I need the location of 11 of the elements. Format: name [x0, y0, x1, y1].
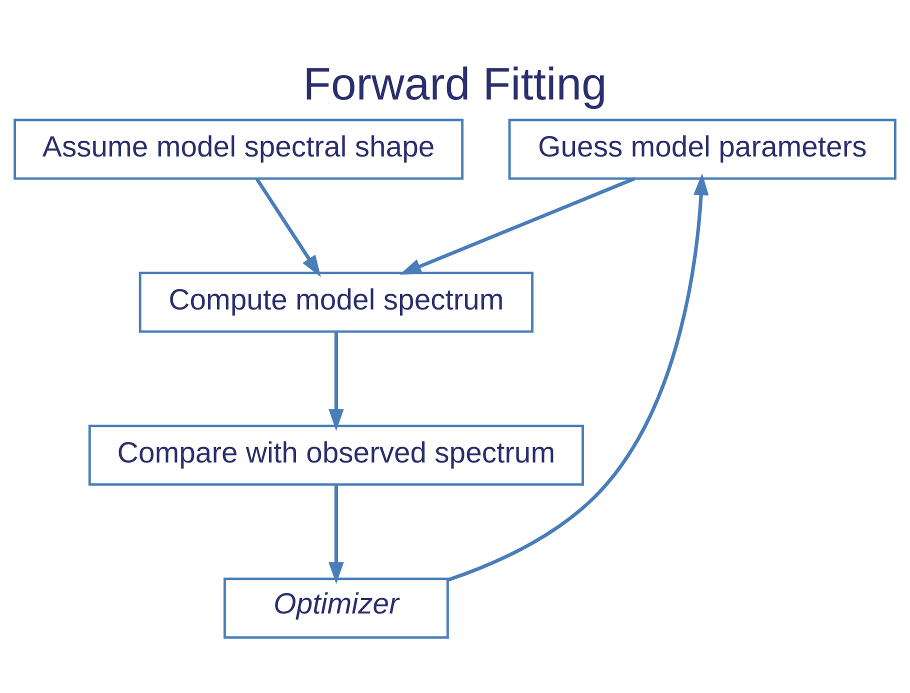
arrow	[399, 176, 636, 274]
arrow	[328, 332, 344, 430]
arrow	[448, 172, 709, 582]
arrow	[328, 484, 344, 584]
node-box: Compare with observed spectrum	[88, 424, 584, 486]
node-box: Assume model spectral shape	[14, 118, 464, 180]
diagram-title: Forward Fitting	[303, 58, 607, 109]
node-box: Compute model spectrum	[138, 271, 534, 332]
node-box: Optimizer	[224, 577, 449, 638]
arrow	[255, 178, 321, 277]
node-box: Guess model parameters	[508, 118, 896, 180]
